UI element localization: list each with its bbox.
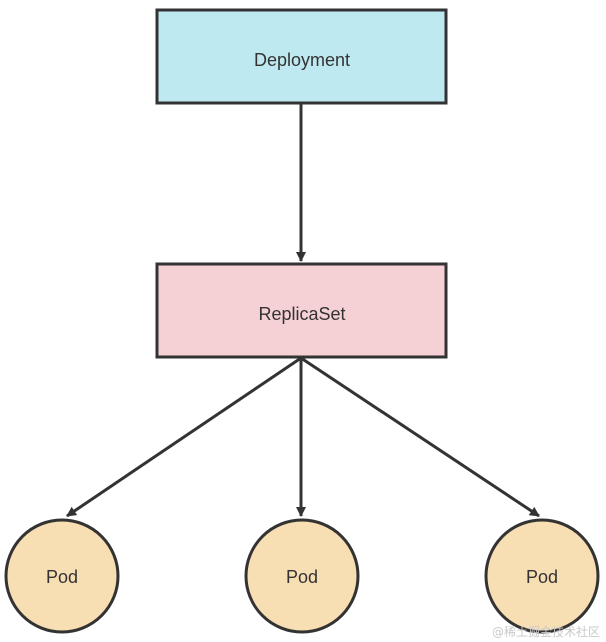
pod-node-center: Pod: [244, 518, 360, 634]
replicaset-node: ReplicaSet: [155, 262, 448, 359]
pod-circle: [244, 518, 360, 634]
pod-label: Pod: [286, 567, 318, 587]
deployment-node: Deployment: [155, 8, 448, 105]
replicaset-label: ReplicaSet: [258, 304, 345, 324]
pod-node-left: Pod: [4, 518, 120, 634]
pod-label: Pod: [526, 567, 558, 587]
pod-circle: [4, 518, 120, 634]
watermark-text: @稀土掘金技术社区: [492, 624, 600, 639]
deployment-label: Deployment: [254, 50, 350, 70]
pod-circle: [484, 518, 600, 634]
edge-replicaset-to-pod-left: [66, 356, 302, 518]
edge-replicaset-to-pod-right: [300, 356, 540, 518]
pod-node-right: Pod: [484, 518, 600, 634]
replicaset-box: [155, 262, 448, 359]
deployment-box: [155, 8, 448, 105]
pod-label: Pod: [46, 567, 78, 587]
